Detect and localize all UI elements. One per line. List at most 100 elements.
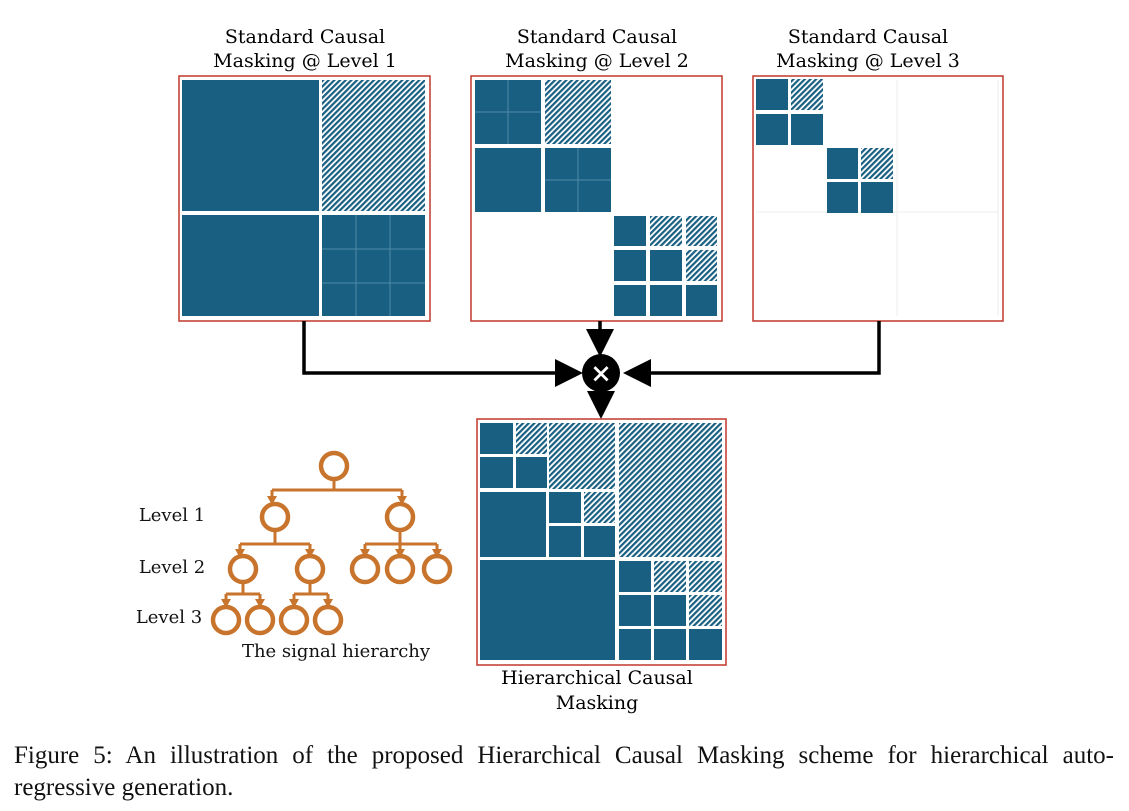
tree-node-level-2 xyxy=(349,553,381,585)
block-solid xyxy=(182,80,319,211)
block-solid xyxy=(549,492,581,523)
block-solid xyxy=(827,148,858,179)
block-solid xyxy=(689,629,722,660)
block-hatched xyxy=(654,561,686,592)
block-subdivided xyxy=(475,80,541,144)
tree-arrowhead xyxy=(360,549,370,558)
block-hatched xyxy=(686,216,717,246)
block-solid xyxy=(480,492,546,557)
combined-title-line2: Masking xyxy=(556,692,639,714)
block-subdivided xyxy=(322,215,425,316)
tree-edge xyxy=(363,531,439,553)
tree-node-root xyxy=(318,450,350,482)
block-hatched xyxy=(584,492,615,523)
tree-node-level-2 xyxy=(421,553,453,585)
block-solid xyxy=(756,79,788,110)
block-solid xyxy=(614,285,646,316)
tree-node-level-1 xyxy=(259,501,291,533)
block-solid xyxy=(619,629,651,660)
tree-arrowhead xyxy=(235,549,245,558)
hierarchical-causal-masking-diagram: Standard Causal Masking @ Level 1 Standa… xyxy=(136,26,1004,714)
tree-arrowhead xyxy=(432,549,442,558)
block-solid xyxy=(480,560,615,660)
arrow-from-level-1 xyxy=(302,321,583,387)
tree-arrowhead xyxy=(305,549,315,558)
panel-3-title-line1: Standard Causal xyxy=(788,26,948,48)
panel-level-2: Standard Causal Masking @ Level 2 xyxy=(470,26,723,322)
block-hatched xyxy=(619,423,722,557)
tree-level-2-label: Level 2 xyxy=(139,557,205,578)
tree-node-level-2 xyxy=(384,553,416,585)
multiply-icon xyxy=(582,354,620,392)
tree-edge xyxy=(224,583,262,603)
tree-node-level-3 xyxy=(210,604,242,636)
block-solid xyxy=(650,285,682,316)
figure-caption: Figure 5: An illustration of the propose… xyxy=(14,740,1114,804)
block-solid xyxy=(619,561,651,592)
tree-node-level-3 xyxy=(244,604,276,636)
tree-edge xyxy=(292,583,330,603)
block-hatched xyxy=(689,561,722,592)
tree-arrowhead xyxy=(221,599,231,608)
figure-label: Figure 5: xyxy=(14,742,113,769)
signal-hierarchy-tree xyxy=(210,450,453,636)
block-solid xyxy=(584,526,615,557)
panel-1-title-line2: Masking @ Level 1 xyxy=(213,50,397,72)
block-hatched xyxy=(549,423,615,489)
tree-caption: The signal hierarchy xyxy=(242,641,431,662)
tree-arrowhead xyxy=(289,599,299,608)
block-solid xyxy=(516,457,547,488)
tree-arrowhead xyxy=(395,549,405,558)
tree-node-level-2 xyxy=(227,553,259,585)
block-solid xyxy=(480,457,513,488)
tree-level-1-label: Level 1 xyxy=(139,505,205,526)
tree-node-level-3 xyxy=(312,604,344,636)
block-solid xyxy=(654,629,686,660)
multiply-operator: × xyxy=(582,354,620,392)
connector-arrows xyxy=(302,321,881,419)
block-subdivided xyxy=(475,148,611,212)
multiply-symbol: × xyxy=(590,359,612,389)
block-hatched xyxy=(791,79,823,110)
block-solid xyxy=(861,182,893,213)
tree-arrowhead xyxy=(267,496,277,505)
figure-caption-text: An illustration of the proposed Hierarch… xyxy=(14,742,1115,801)
panel-combined: Hierarchical Causal Masking xyxy=(476,418,727,714)
panel-level-3: Standard Causal Masking @ Level 3 xyxy=(752,26,1004,322)
block-solid xyxy=(614,250,646,281)
tree-arrowhead xyxy=(397,496,407,505)
block-hatched xyxy=(689,595,722,626)
block-hatched xyxy=(516,423,547,454)
tree-node-level-1 xyxy=(384,501,416,533)
panel-1-title-line1: Standard Causal xyxy=(225,26,385,48)
block-solid xyxy=(756,114,788,145)
tree-level-3-label: Level 3 xyxy=(136,607,202,628)
tree-edge xyxy=(238,531,312,553)
tree-node-level-2 xyxy=(294,553,326,585)
block-solid xyxy=(549,526,581,557)
block-solid xyxy=(614,216,646,246)
block-solid xyxy=(827,182,858,213)
tree-edge xyxy=(270,480,404,500)
panel-2-title-line1: Standard Causal xyxy=(517,26,677,48)
combined-title-line1: Hierarchical Causal xyxy=(501,667,693,689)
block-solid xyxy=(654,595,686,626)
arrow-from-level-3 xyxy=(623,321,881,387)
block-hatched xyxy=(322,80,425,211)
block-solid xyxy=(182,215,319,316)
block-solid xyxy=(480,423,513,454)
block-solid xyxy=(686,285,717,316)
tree-arrowhead xyxy=(323,599,333,608)
panel-2-title-line2: Masking @ Level 2 xyxy=(505,50,689,72)
block-hatched xyxy=(545,80,611,144)
block-hatched xyxy=(650,216,682,246)
tree-node-level-3 xyxy=(278,604,310,636)
panel-3-title-line2: Masking @ Level 3 xyxy=(776,50,960,72)
panel-level-1: Standard Causal Masking @ Level 1 xyxy=(178,26,431,322)
block-solid xyxy=(619,595,651,626)
block-solid xyxy=(791,114,823,145)
block-hatched xyxy=(861,148,893,179)
tree-arrowhead xyxy=(255,599,265,608)
block-solid xyxy=(650,250,682,281)
block-hatched xyxy=(686,250,717,281)
